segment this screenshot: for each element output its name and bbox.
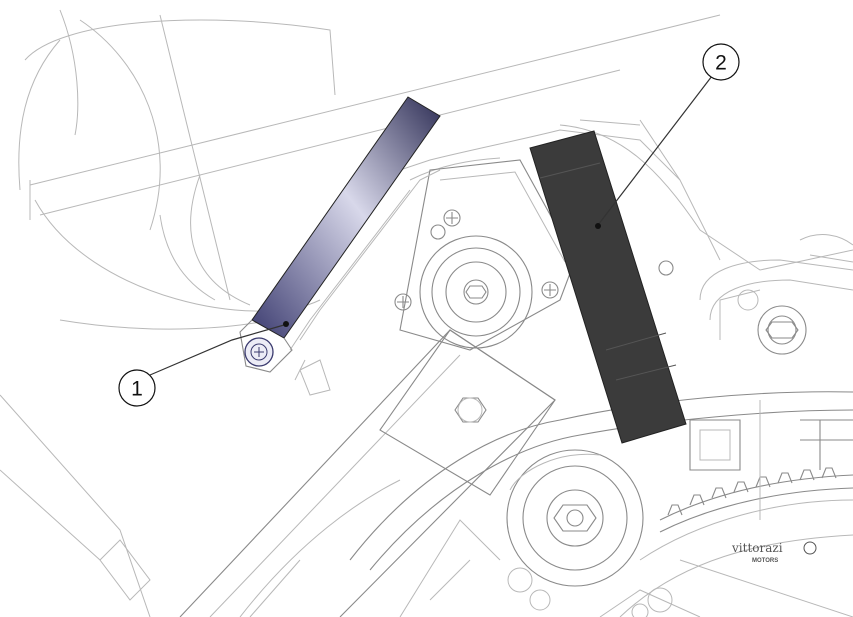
part-1-strap bbox=[239, 96, 441, 373]
callout-1-leader bbox=[149, 324, 285, 376]
callout-2-number: 2 bbox=[715, 52, 727, 75]
engine-linework bbox=[0, 9, 853, 617]
callout-2: 2 bbox=[702, 43, 740, 81]
logo-brand: vittorazi bbox=[731, 541, 783, 555]
part-2-strap bbox=[529, 130, 687, 444]
callout-2-leader bbox=[597, 75, 713, 226]
logo-sub: MOTORS bbox=[752, 558, 778, 564]
callout-1-leader-dot bbox=[283, 321, 289, 327]
callout-2-leader-dot bbox=[595, 223, 601, 229]
callout-1: 1 bbox=[118, 369, 156, 407]
vittorazi-logo: vittorazi MOTORS bbox=[731, 541, 817, 564]
callout-1-number: 1 bbox=[131, 378, 143, 401]
